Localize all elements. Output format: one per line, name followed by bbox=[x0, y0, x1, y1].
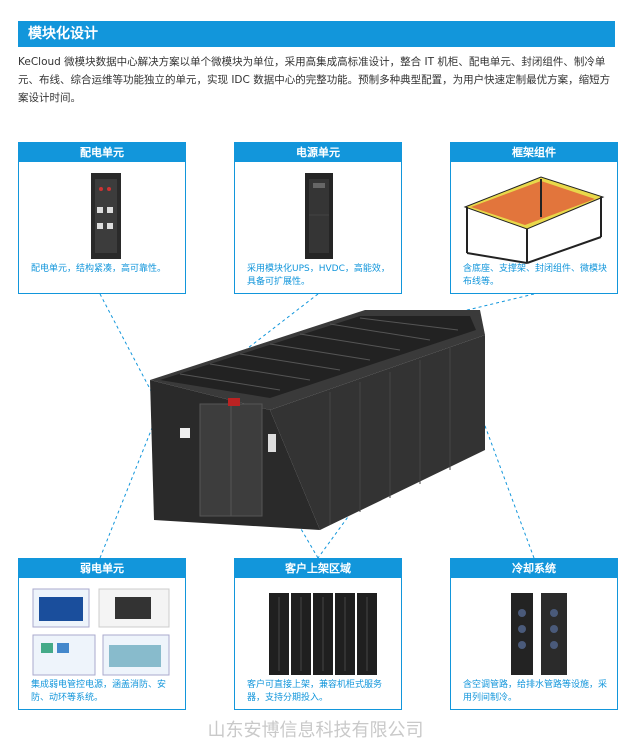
card-description: 客户可直接上架，兼容机柜式服务器，支持分期投入。 bbox=[247, 680, 383, 703]
ups-cabinet-icon bbox=[305, 173, 333, 259]
card-customer-rack-area: 客户上架区域 客户可直接上架，兼容机柜式服务器，支持分期投入。 bbox=[234, 558, 402, 710]
card-frame-assembly: 框架组件 含底座、支撑架、封闭组件、微模块布线等。 bbox=[450, 142, 618, 294]
section-title: 模块化设计 bbox=[18, 21, 615, 47]
card-title: 冷却系统 bbox=[451, 559, 617, 578]
card-title: 客户上架区域 bbox=[235, 559, 401, 578]
card-description: 采用模块化UPS，HVDC，高能效，具备可扩展性。 bbox=[247, 264, 390, 287]
monitoring-screens-icon bbox=[32, 588, 170, 676]
card-cooling-system: 冷却系统 含空调管路，给排水管路等设施，采用列间制冷。 bbox=[450, 558, 618, 710]
card-description: 含空调管路，给排水管路等设施，采用列间制冷。 bbox=[463, 680, 608, 703]
card-title: 框架组件 bbox=[451, 143, 617, 162]
company-watermark: 山东安博信息科技有限公司 bbox=[207, 720, 424, 741]
card-title: 配电单元 bbox=[19, 143, 185, 162]
server-racks-icon bbox=[269, 593, 377, 675]
card-title: 弱电单元 bbox=[19, 559, 185, 578]
card-description: 含底座、支撑架、封闭组件、微模块布线等。 bbox=[463, 264, 608, 287]
card-low-voltage: 弱电单元 集成弱电管控电源，涵盖消防、安防、动环等系统。 bbox=[18, 558, 186, 710]
card-power-distribution: 配电单元 配电单元，结构紧凑，高可靠性。 bbox=[18, 142, 186, 294]
card-description: 集成弱电管控电源，涵盖消防、安防、动环等系统。 bbox=[31, 680, 167, 703]
section-intro: KeCloud 微模块数据中心解决方案以单个微模块为单位，采用高集成高标准设计，… bbox=[18, 56, 611, 104]
card-title: 电源单元 bbox=[235, 143, 401, 162]
frame-assembly-icon bbox=[463, 176, 605, 264]
card-description: 配电单元，结构紧凑，高可靠性。 bbox=[31, 264, 167, 274]
card-power-supply: 电源单元 采用模块化UPS，HVDC，高能效，具备可扩展性。 bbox=[234, 142, 402, 294]
power-distribution-cabinet-icon bbox=[91, 173, 121, 259]
micro-module-datacenter-icon bbox=[150, 310, 485, 530]
cooling-units-icon bbox=[511, 593, 567, 675]
